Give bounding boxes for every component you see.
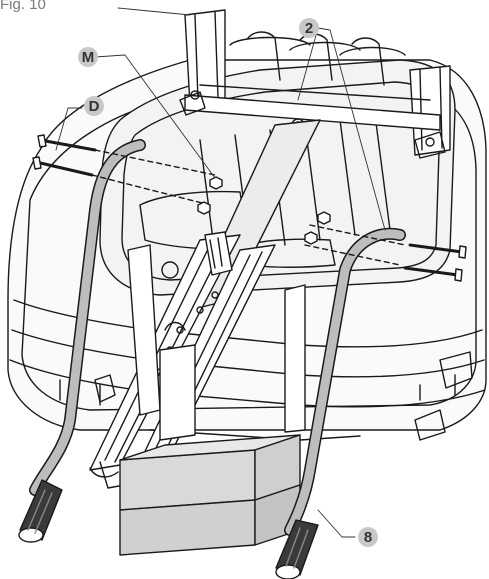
right-handle (275, 227, 406, 579)
right-grip (275, 519, 319, 579)
callout-m: M (78, 47, 98, 67)
callout-2-text: 2 (305, 20, 313, 37)
left-handle (18, 139, 146, 543)
bolts-right (304, 224, 467, 282)
bolts-left (32, 134, 216, 206)
callout-d-text: D (89, 98, 100, 115)
top-frame (179, 9, 451, 159)
support-boxes (119, 434, 301, 556)
callout-m-text: M (82, 49, 95, 66)
callout-8: 8 (358, 527, 378, 547)
left-grip (18, 479, 63, 543)
figure-label: Fig. 10 (0, 0, 46, 13)
callout-2: 2 (299, 18, 319, 38)
support-brackets (127, 244, 306, 441)
nuts (197, 176, 331, 245)
callout-d: D (84, 96, 104, 116)
leader-lines (55, 7, 386, 538)
callout-8-text: 8 (364, 529, 372, 546)
